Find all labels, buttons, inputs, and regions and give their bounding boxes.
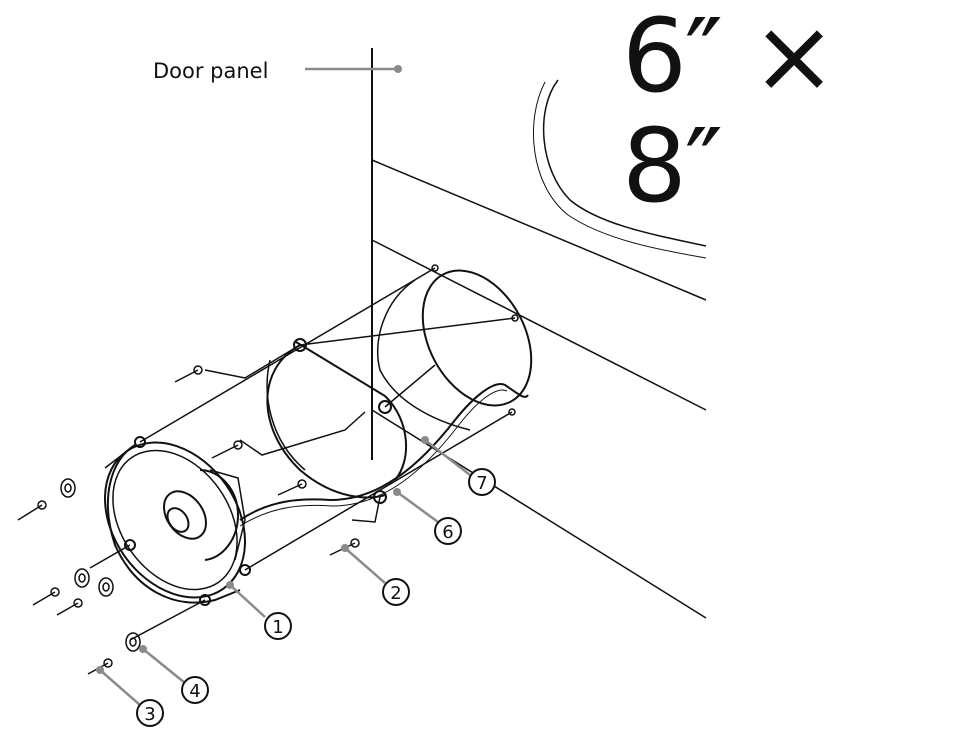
alignment-lines <box>89 264 519 641</box>
screw-icon <box>32 587 60 606</box>
screw-icon <box>17 500 47 521</box>
door-panel-label: Door panel <box>153 59 268 83</box>
washer-icon <box>60 478 76 498</box>
door-armrest-curve-inner <box>532 81 707 259</box>
callout-6: 6 <box>393 488 462 545</box>
speaker-cable <box>239 383 529 527</box>
door-mounting-hole <box>376 269 533 431</box>
callout-1-number: 1 <box>272 617 283 638</box>
door-panel-leader-dot <box>394 65 402 73</box>
callout-7-number: 7 <box>476 473 487 494</box>
screw-icon <box>277 479 307 496</box>
washer-icon <box>98 577 114 597</box>
callout-4-number: 4 <box>189 681 200 702</box>
callout-2-number: 2 <box>390 583 401 604</box>
washer-icon <box>125 632 141 652</box>
door-panel-callout: Door panel <box>153 59 402 83</box>
screw-icon <box>174 365 203 383</box>
door-panel-bottom-line <box>371 409 707 619</box>
door-panel <box>371 48 707 619</box>
callout-3: 3 <box>96 666 164 727</box>
washer-icon <box>74 568 90 588</box>
screw-icon <box>56 598 83 616</box>
callout-1: 1 <box>226 581 292 640</box>
screw-icon <box>211 440 243 459</box>
speaker-bracket <box>266 338 408 504</box>
speaker-unit <box>103 436 251 606</box>
callout-7: 7 <box>421 436 496 496</box>
callout-3-number: 3 <box>144 704 155 725</box>
door-panel-mid-line <box>371 239 707 411</box>
door-armrest-curve <box>542 79 707 247</box>
size-title: 6″ × 8″ <box>622 0 837 226</box>
door-panel-top-line <box>371 159 707 301</box>
callout-6-number: 6 <box>442 522 453 543</box>
callout-2: 2 <box>341 544 410 606</box>
callout-4: 4 <box>139 645 209 704</box>
